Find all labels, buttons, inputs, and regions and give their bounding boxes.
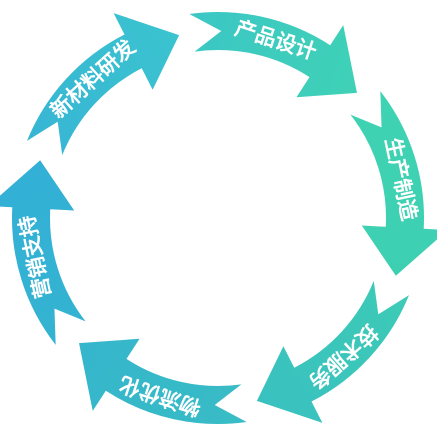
cycle-arrow bbox=[189, 11, 357, 98]
cycle-segment: 技术服务 bbox=[256, 280, 409, 423]
cycle-stage-label: 新材料研发 bbox=[46, 34, 141, 123]
cycle-arrow bbox=[350, 91, 437, 276]
cycle-segment: 生产制造 bbox=[350, 91, 437, 276]
cycle-segment: 物流优化 bbox=[79, 338, 247, 425]
cycle-arrow bbox=[27, 13, 180, 156]
cycle-segment: 营销支持 bbox=[0, 160, 86, 345]
cycle-arrow bbox=[0, 160, 86, 345]
cycle-segment: 新材料研发 bbox=[27, 13, 180, 156]
cycle-arrow bbox=[79, 338, 247, 425]
cycle-arrow bbox=[256, 280, 409, 423]
cycle-segment: 产品设计 bbox=[189, 11, 357, 98]
